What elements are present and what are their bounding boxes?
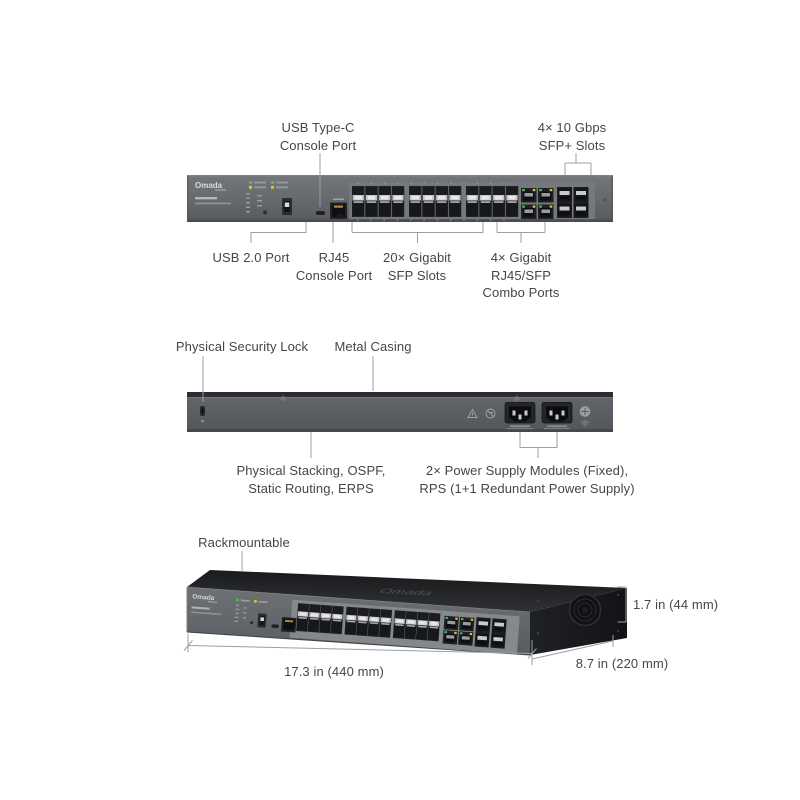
callout-label-usb-type-c: USB Type-C Console Port	[279, 120, 357, 153]
brand-logo-front: Omada	[192, 593, 215, 602]
perspective-front-panel: Omada	[191, 593, 520, 655]
callout-label-sfp-20: 20× Gigabit SFP Slots	[383, 250, 451, 283]
reset-button	[263, 210, 267, 215]
warning-icon	[467, 408, 478, 418]
callout-label-combo: 4× Gigabit RJ45/SFP Combo Ports	[482, 250, 560, 300]
callout-label-power-supply: 2× Power Supply Modules (Fixed), RPS (1+…	[419, 463, 635, 496]
side-screws	[536, 593, 620, 635]
status-leds	[246, 193, 262, 213]
brand-logo: Omada	[195, 181, 223, 190]
callout-label-usb-2: USB 2.0 Port	[212, 250, 290, 265]
callout-label-rj45-console: RJ45 Console Port	[295, 250, 373, 283]
dimension-label-height: 1.7 in (44 mm)	[633, 597, 719, 612]
usb-c-port	[316, 211, 325, 215]
dimension-label-width: 17.3 in (440 mm)	[284, 664, 384, 679]
no-touch-icon	[485, 408, 496, 419]
chassis-screw	[280, 396, 286, 401]
grounding-terminal	[579, 405, 591, 427]
dimension-label-depth: 8.7 in (220 mm)	[575, 656, 669, 671]
callout-label-security-lock: Physical Security Lock	[175, 339, 309, 354]
callout-label-stacking: Physical Stacking, OSPF, Static Routing,…	[236, 463, 386, 496]
callout-label-rackmountable: Rackmountable	[198, 535, 290, 550]
callout-label-sfp-plus: 4× 10 Gbps SFP+ Slots	[537, 120, 607, 153]
usb-a-port	[282, 198, 292, 215]
chassis-screw	[514, 396, 520, 401]
rj45-console-port	[330, 198, 347, 219]
led-legend	[249, 181, 288, 189]
kensington-lock-slot	[200, 406, 205, 423]
ac-power-inlet-1	[504, 402, 536, 430]
dimension-lines	[183, 586, 627, 665]
perspective-switch-art: Omada Omada	[186, 570, 627, 656]
rear-switch-art	[187, 392, 613, 432]
front-switch-art: Omada	[187, 175, 613, 222]
side-fan-vent	[568, 593, 602, 627]
brand-logo-top: Omada	[376, 587, 436, 597]
callout-label-metal-casing: Metal Casing	[334, 339, 412, 354]
ac-power-inlet-2	[541, 402, 573, 430]
callout-lines	[202, 153, 592, 571]
